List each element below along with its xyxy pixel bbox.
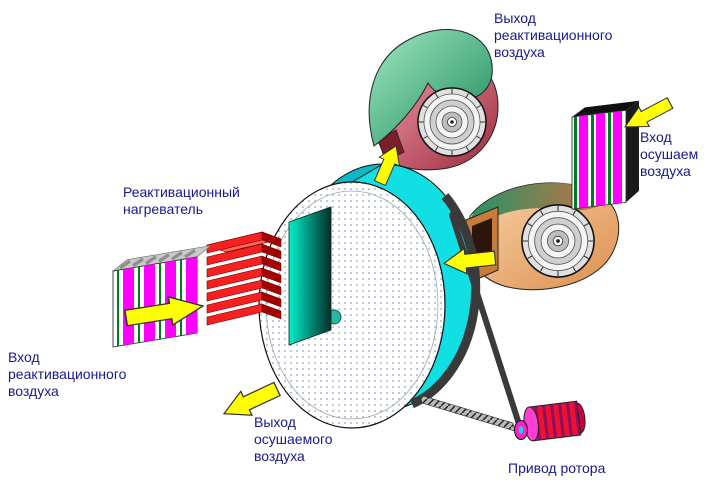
- filter-stripe-magenta: [186, 256, 197, 335]
- label-line: Вход: [8, 349, 40, 365]
- filter-stripe-green: [574, 116, 577, 209]
- filter-top-face: [572, 100, 639, 117]
- rotor-drive-assembly: [410, 193, 586, 442]
- label-rotor-drive: Привод ротора: [508, 460, 605, 477]
- filter-stripe-magenta: [123, 267, 134, 346]
- reactivation-fan-inlet-rings-icon: [417, 87, 487, 157]
- label-line: Выход: [494, 10, 536, 26]
- label-line: реактивационного: [8, 366, 127, 382]
- label-line: воздуха: [8, 383, 59, 399]
- label-line: реактивационного: [494, 27, 613, 43]
- label-line: Выход: [254, 414, 296, 430]
- heater-plate: [206, 291, 263, 314]
- label-line: осушаем: [640, 146, 699, 162]
- belt-on-rim: [410, 193, 481, 409]
- process-fan: [465, 182, 620, 291]
- filter-stripe-magenta: [579, 115, 588, 209]
- label-line: Реактивационный: [123, 184, 240, 200]
- label-line: воздуха: [640, 163, 691, 179]
- reactivation-air-filter: [111, 245, 213, 348]
- label-process-air-outlet: Выход осушаемого воздуха: [254, 414, 333, 465]
- rotor-face: [258, 181, 446, 429]
- label-line: Привод ротора: [508, 460, 606, 476]
- heater-plate: [206, 231, 263, 254]
- filter-pleat-marks: [119, 248, 196, 270]
- filter-stripe-magenta: [144, 263, 155, 342]
- process-air-filter: [571, 100, 639, 210]
- filter-stripe-magenta: [596, 112, 605, 207]
- label-line: нагреватель: [123, 201, 203, 217]
- heater-plate: [206, 267, 263, 290]
- label-reactivation-air-inlet: Вход реактивационного воздуха: [8, 349, 126, 400]
- label-line: воздуха: [494, 44, 545, 60]
- heater-plate: [206, 279, 263, 302]
- filter-stripe-green: [591, 114, 594, 207]
- filter-stripe-magenta: [613, 110, 622, 204]
- label-process-air-inlet: Вход осушаем воздуха: [640, 129, 698, 180]
- label-line: воздуха: [254, 448, 305, 464]
- belt-lower-run: [419, 394, 516, 432]
- heater-plate: [206, 303, 263, 326]
- filter-stripe-green: [180, 259, 182, 336]
- heater-plate: [206, 255, 263, 278]
- filter-stripe-green: [117, 269, 119, 347]
- process-fan-inlet-rings-icon: [521, 204, 595, 278]
- heater-plate: [206, 243, 263, 266]
- label-line: осушаемого: [254, 431, 333, 447]
- label-reactivation-air-outlet: Выход реактивационного воздуха: [494, 10, 612, 61]
- filter-stripe-green: [159, 262, 161, 340]
- partition-duct: [288, 206, 332, 346]
- label-line: Вход: [640, 129, 672, 145]
- reactivation-heater-stack: [205, 231, 283, 326]
- label-reactivation-heater: Реактивационный нагреватель: [123, 184, 240, 218]
- drive-motor: [523, 400, 586, 442]
- rotor-face-inner-ring: [265, 190, 439, 420]
- filter-stripe-green: [608, 112, 611, 205]
- filter-stripe-green: [138, 266, 140, 343]
- drive-pulley-hub: [518, 426, 524, 434]
- reactivation-fan-top: [368, 29, 493, 147]
- reactivation-fan: [368, 29, 499, 171]
